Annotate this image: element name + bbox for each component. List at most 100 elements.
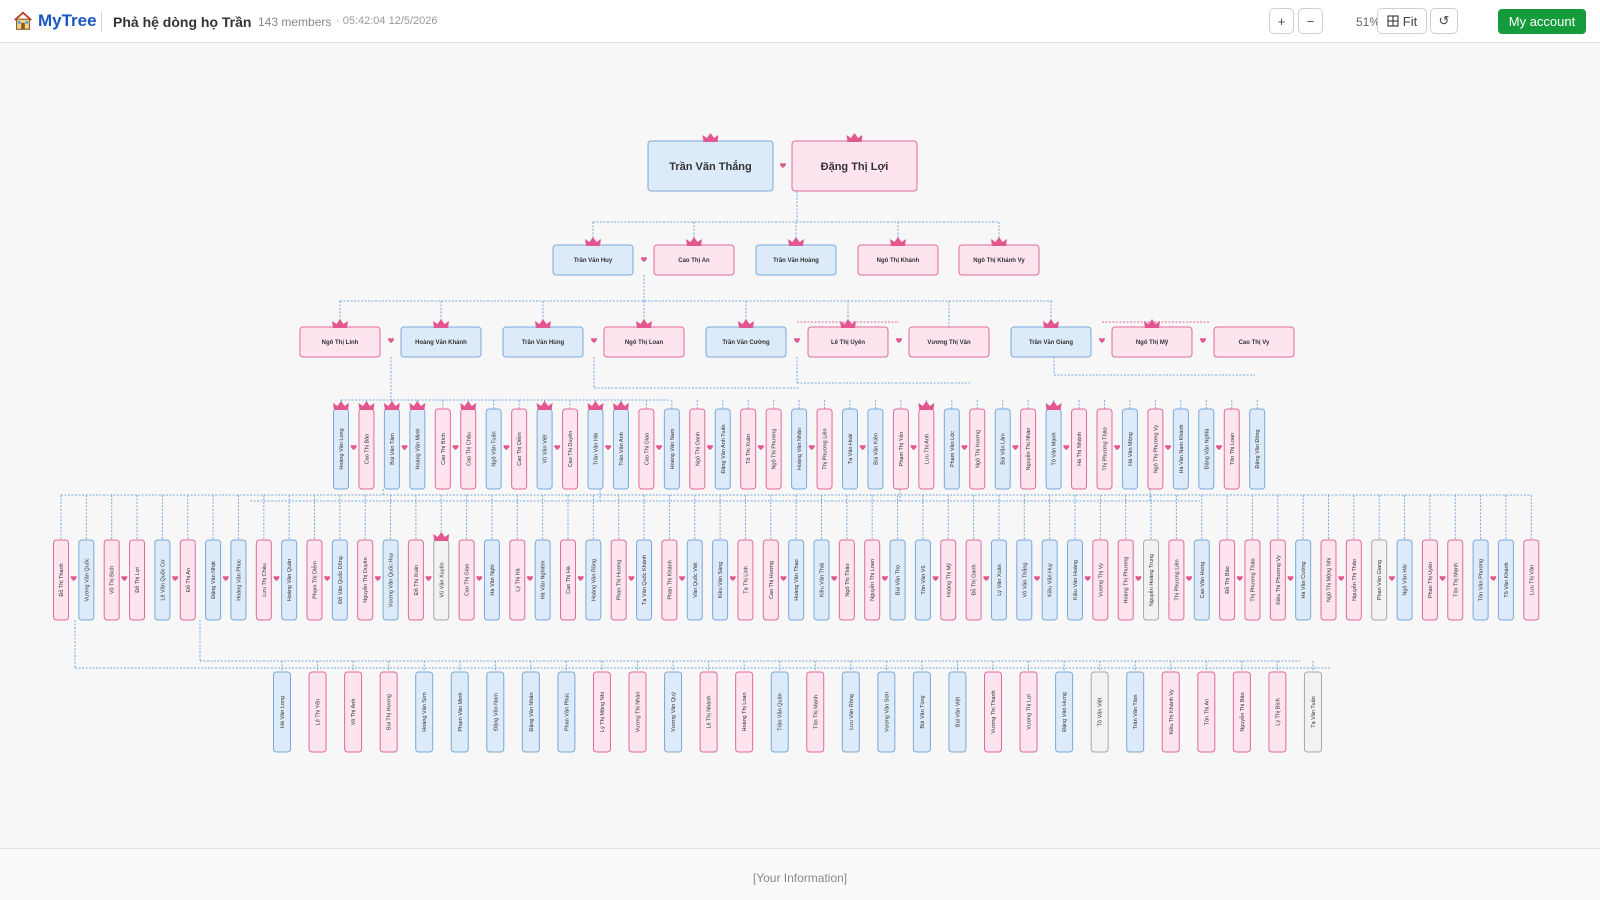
person-card[interactable]: Ngô Thị Phương (765, 408, 782, 490)
person-card[interactable]: Phan Thị Hương (610, 539, 627, 621)
person-card[interactable]: Tạ Thị Linh (737, 539, 754, 621)
person-card[interactable]: Phan Thị Uyên (1421, 539, 1438, 621)
person-card[interactable]: Trần Văn Huy (552, 237, 634, 276)
person-card[interactable]: Tôn Thị Loan (1223, 408, 1240, 490)
person-card[interactable]: Ngô Thị Phương Vy (1147, 408, 1164, 490)
person-card[interactable]: Hoàng Văn Rồng (585, 539, 602, 621)
person-card[interactable]: Kiều Thị Khánh Vy (1161, 671, 1180, 753)
person-card[interactable]: Ngô Thị Linh (299, 319, 381, 358)
person-card[interactable]: Lê Thị Uyên (807, 319, 889, 358)
zoom-out-button[interactable]: − (1298, 8, 1323, 34)
person-card[interactable]: Cao Thị Giao (638, 408, 655, 490)
person-card[interactable]: Trần Văn Giang (1010, 319, 1092, 358)
person-card[interactable]: Tôn Văn Phương (1472, 539, 1489, 621)
app-logo[interactable]: MyTree (12, 10, 97, 32)
person-card[interactable]: Ngô Thị Khánh Vy (958, 237, 1040, 276)
person-card[interactable]: Nguyễn Hoàng Trung (1143, 539, 1160, 621)
person-card[interactable]: Cao Thị Hương (762, 539, 779, 621)
person-card[interactable]: Đỗ Thị Bảo (1219, 539, 1236, 621)
person-card[interactable]: Phạm Văn Lộc (943, 408, 960, 490)
person-card[interactable]: Hà Văn Long (273, 671, 291, 753)
person-card[interactable]: Đặng Thị Lợi (791, 133, 918, 192)
person-card[interactable]: Vương Văn Quốc Huy (382, 539, 399, 621)
person-card[interactable]: Hoàng Văn Khánh (400, 319, 482, 358)
person-card[interactable]: Hà Thị Nhành (1071, 408, 1088, 490)
person-card[interactable]: Hoàng Thị Phương (1117, 539, 1134, 621)
person-card[interactable]: Đặng Văn Nhân (521, 671, 540, 753)
person-card[interactable]: Tạ Văn Tuấn (1303, 671, 1322, 753)
person-card[interactable]: Nguyễn Thị Loan (864, 539, 881, 621)
person-card[interactable]: Đặng Văn Nghĩa (1198, 408, 1215, 490)
person-card[interactable]: Vương Thị Vy (1092, 539, 1109, 621)
person-card[interactable]: Ngô Thị Mỹ (1111, 319, 1193, 358)
person-card[interactable]: Phan Thị Khánh (661, 539, 678, 621)
person-card[interactable]: Hà Văn Cường (1295, 539, 1312, 621)
person-card[interactable]: Phạm Thị Yến (892, 408, 909, 490)
person-card[interactable]: Vũ Văn Việt (536, 401, 553, 490)
person-card[interactable]: Đỗ Thị Lợi (129, 539, 146, 621)
person-card[interactable]: Hoàng Văn Minh (409, 401, 426, 490)
person-card[interactable]: Vương Thị Vân (908, 326, 990, 358)
person-card[interactable]: Thị Phương Thảo (1244, 539, 1261, 621)
person-card[interactable]: Trần Văn Quân (770, 671, 789, 753)
person-card[interactable]: Vương Văn Sơn (877, 671, 896, 753)
person-card[interactable]: Bùi Thị Hương (379, 671, 398, 753)
person-card[interactable]: Nguyễn Thị Nhàn (1020, 408, 1037, 490)
person-card[interactable]: Phạm Thị Diễm (306, 539, 323, 621)
person-card[interactable]: Lê Văn Quốc Cơ (154, 539, 171, 621)
person-card[interactable]: Kiều Văn Huy (1041, 539, 1058, 621)
person-card[interactable]: Ngô Thị Mộng Nhi (1320, 539, 1337, 621)
person-card[interactable]: Hoàng Văn Quân (281, 539, 298, 621)
person-card[interactable]: Ngô Thị Loan (603, 319, 685, 358)
person-card[interactable]: Cao Thị Bích (434, 408, 451, 490)
person-card[interactable]: Tô Văn Việt (1090, 671, 1109, 753)
person-card[interactable]: Phạm Văn Minh (450, 671, 469, 753)
person-card[interactable]: Bùi Văn Thọ (889, 539, 906, 621)
person-card[interactable]: Hoàng Thị Mỹ (940, 539, 957, 621)
person-card[interactable]: Lưu Thị Anh (918, 401, 935, 490)
person-card[interactable]: Kiều Văn Hoàng (1067, 539, 1083, 621)
person-card[interactable]: Hoàng Văn Phúc (230, 539, 247, 621)
person-card[interactable]: Hà Văn Nghiêm (534, 539, 551, 621)
person-card[interactable]: Trần Văn Hùng (502, 319, 584, 358)
person-card[interactable]: Đỗ Văn Quốc Dũng (331, 539, 348, 621)
person-card[interactable]: Cao Văn Hưng (1193, 539, 1210, 621)
person-card[interactable]: Tô Văn Khánh (1497, 539, 1514, 621)
person-card[interactable]: Lý Thị Hà (509, 539, 526, 621)
person-card[interactable]: Ngô Văn Tuấn (485, 408, 502, 490)
person-card[interactable]: Thị Phương Liên (816, 408, 833, 490)
person-card[interactable]: Lưu Văn Rồng (841, 671, 860, 753)
person-card[interactable]: Cao Thị An (653, 237, 735, 276)
person-card[interactable]: Lý Văn Xuân (990, 539, 1007, 621)
person-card[interactable]: Võ Thị Bích (103, 539, 120, 621)
refresh-button[interactable]: ↺ (1430, 8, 1458, 34)
person-card[interactable]: Cao Thị Vy (1213, 326, 1295, 358)
person-card[interactable]: Đỗ Thị Xuân (407, 539, 424, 621)
person-card[interactable]: Kiều Thị Phương Vy (1269, 539, 1286, 621)
person-card[interactable]: Tôn Thị Mạnh (806, 671, 825, 753)
person-card[interactable]: Lê Thị Yến (308, 671, 327, 753)
person-card[interactable]: Nguyễn Thị Thảo (1345, 539, 1362, 621)
person-card[interactable]: Trần Văn Tâm (1126, 671, 1145, 753)
person-card[interactable]: Ngô Thị Oanh (689, 408, 706, 490)
person-card[interactable]: Võ Thị Anh (344, 671, 363, 753)
person-card[interactable]: Đặng Văn Hưng (1055, 671, 1074, 753)
person-card[interactable]: Tôn Thị An (1197, 671, 1216, 753)
person-card[interactable]: Ngô Thị Thảo (838, 539, 855, 621)
my-account-button[interactable]: My account (1498, 9, 1586, 34)
person-card[interactable]: Tô Văn Mạnh (1045, 401, 1062, 490)
person-card[interactable]: Trần Văn Thắng (647, 133, 774, 192)
person-card[interactable]: Ngô Văn Hải (1396, 539, 1413, 621)
person-card[interactable]: Hoàng Thị Loan (735, 671, 754, 753)
person-card[interactable]: Đặng Văn Đông (1249, 408, 1266, 490)
person-card[interactable]: Tôn Văn Vũ (914, 539, 931, 621)
person-card[interactable]: Phan Văn Phúc (557, 671, 576, 753)
person-card[interactable]: Thị Phương Thảo (1096, 408, 1113, 490)
person-card[interactable]: Văn Quốc Việt (686, 539, 703, 621)
person-card[interactable]: Tạ Văn Quốc Khánh (636, 539, 653, 621)
person-card[interactable]: Bùi Văn Tùng (912, 671, 931, 753)
person-card[interactable]: Đặng Văn Anh Tuấn (714, 408, 731, 490)
person-card[interactable]: Vương Thị Thanh (984, 671, 1002, 753)
